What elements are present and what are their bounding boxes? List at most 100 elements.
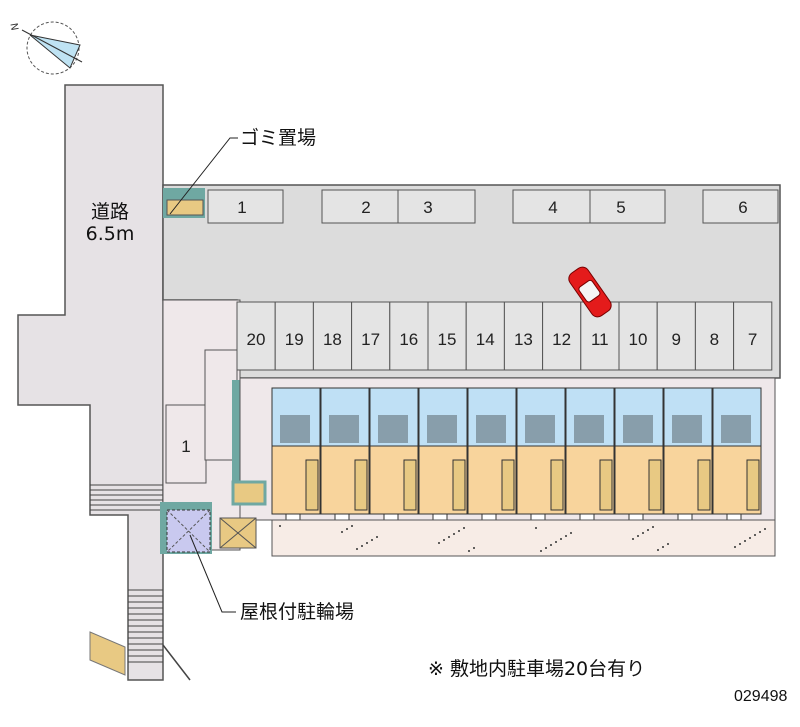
gravel-dot <box>647 529 649 531</box>
gravel-dot <box>473 547 475 549</box>
unit-closet <box>599 459 613 511</box>
gravel-dot <box>458 530 460 532</box>
gravel-dot <box>764 528 766 530</box>
gravel-dot <box>346 528 348 530</box>
garbage-leader-line <box>169 137 238 215</box>
parking-space-20 <box>236 301 276 371</box>
gravel-dot <box>759 531 761 533</box>
gravel-dot <box>560 538 562 540</box>
unit-kitchen <box>476 415 506 443</box>
unit-kitchen <box>427 415 457 443</box>
gravel-dot <box>570 532 572 534</box>
unit-wet-area <box>614 387 664 447</box>
gravel-dot <box>351 525 353 527</box>
unit-balcony <box>677 513 693 521</box>
unit-closet <box>697 459 711 511</box>
space-label: 17 <box>361 330 380 349</box>
bicycle-label: 屋根付駐輪場 <box>240 601 354 623</box>
gravel-dot <box>463 527 465 529</box>
road-name: 道路 <box>91 201 129 223</box>
unit-balcony <box>285 513 301 521</box>
parking-space-2 <box>321 189 399 224</box>
space-label: 7 <box>748 330 757 349</box>
unit-kitchen <box>280 415 310 443</box>
garbage-area <box>166 199 204 216</box>
gravel-dot <box>468 550 470 552</box>
compass-icon: N <box>7 21 83 75</box>
gravel-dot <box>662 546 664 548</box>
unit-balcony <box>628 513 644 521</box>
parking-space-16 <box>389 301 429 371</box>
parking-space-17 <box>351 301 391 371</box>
gravel-dot <box>555 541 557 543</box>
parking-space-6 <box>702 189 779 224</box>
unit-closet <box>403 459 417 511</box>
space-label: 18 <box>323 330 342 349</box>
unit-kitchen <box>623 415 653 443</box>
unit-kitchen <box>525 415 555 443</box>
courtyard-gravel <box>279 525 766 552</box>
road-corner-block <box>89 631 126 676</box>
space-label: 6 <box>738 198 747 217</box>
unit-wet-area <box>418 387 468 447</box>
space-label: 14 <box>476 330 495 349</box>
parking-space-9 <box>656 301 696 371</box>
gravel-dot <box>739 543 741 545</box>
gravel-dot <box>657 549 659 551</box>
north-label: N <box>7 22 19 31</box>
unit-closet <box>550 459 564 511</box>
space-label: 13 <box>514 330 533 349</box>
gravel-dot <box>448 536 450 538</box>
garbage-label: ゴミ置場 <box>240 127 316 149</box>
road-stairs <box>90 484 191 681</box>
parking-space-18 <box>312 301 353 371</box>
unit-wet-area <box>565 387 615 447</box>
space-label: 9 <box>671 330 680 349</box>
space-label: 1 <box>181 437 190 456</box>
unit-kitchen <box>378 415 408 443</box>
gravel-dot <box>642 532 644 534</box>
gravel-dot <box>545 547 547 549</box>
unit-closet <box>648 459 662 511</box>
gravel-dot <box>341 531 343 533</box>
gravel-dot <box>453 533 455 535</box>
unit-balcony <box>383 513 399 521</box>
gravel-dot <box>540 550 542 552</box>
unit-kitchen <box>329 415 359 443</box>
gravel-dot <box>744 540 746 542</box>
gravel-dot <box>565 535 567 537</box>
bicycle-leader-line <box>189 534 236 613</box>
gravel-dot <box>361 545 363 547</box>
gravel-dot <box>438 542 440 544</box>
unit-balcony <box>432 513 448 521</box>
space-label: 5 <box>616 198 625 217</box>
gravel-dot <box>535 527 537 529</box>
unit-kitchen <box>721 415 751 443</box>
parking-space-5 <box>589 189 666 224</box>
car-icon <box>568 266 612 318</box>
property-code: 029498 <box>734 688 787 705</box>
unit-wet-area <box>271 387 321 447</box>
gravel-dot <box>356 548 358 550</box>
gravel-dot <box>443 539 445 541</box>
space-label: 3 <box>423 198 432 217</box>
space-label: 19 <box>285 330 304 349</box>
unit-balcony <box>530 513 546 521</box>
unit-closet <box>305 459 319 511</box>
space-label: 10 <box>629 330 648 349</box>
gravel-dot <box>734 546 736 548</box>
parking-space-7 <box>733 301 773 371</box>
parking-space-10 <box>618 301 658 371</box>
gravel-dot <box>667 543 669 545</box>
gravel-dot <box>637 535 639 537</box>
gravel-dot <box>652 526 654 528</box>
space-label: 12 <box>552 330 571 349</box>
unit-closet <box>354 459 368 511</box>
parking-note: ※ 敷地内駐車場20台有り <box>428 658 645 680</box>
parking-space-15 <box>427 301 467 371</box>
unit-closet <box>452 459 466 511</box>
parking-space-1 <box>207 189 284 224</box>
road-width: 6.5m <box>86 223 135 245</box>
